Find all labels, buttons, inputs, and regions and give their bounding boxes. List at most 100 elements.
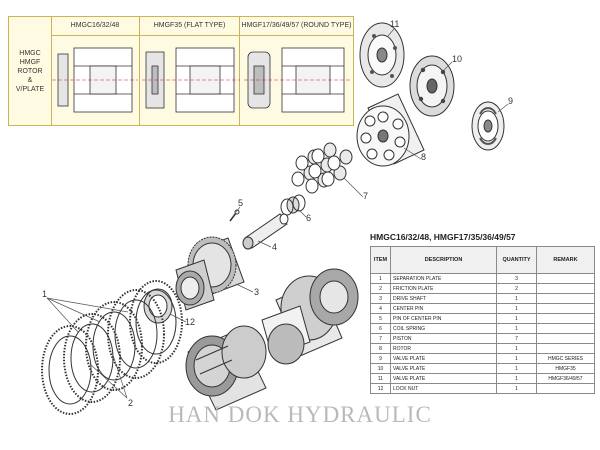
clutch-plates-1-2: [41, 280, 183, 415]
callout-9: 9: [508, 96, 513, 106]
cell-quantity: 2: [496, 283, 537, 294]
cell-remark: [536, 313, 595, 324]
cell-item: 8: [370, 343, 391, 354]
callout-8: 8: [421, 152, 426, 162]
callout-3: 3: [254, 287, 259, 297]
cell-item: 4: [370, 303, 391, 314]
cell-description: CENTER PIN: [390, 303, 497, 314]
valve-plate-9: [471, 101, 505, 151]
table-header-row: ITEM DESCRIPTION QUANTITY REMARK: [370, 246, 595, 274]
cell-description: VALVE PLATE: [390, 363, 497, 374]
cell-remark: [536, 293, 595, 304]
coil-spring-6: [280, 194, 306, 216]
center-pin-4: [242, 213, 289, 250]
cell-quantity: 1: [496, 323, 537, 334]
cell-description: DRIVE SHAFT: [390, 293, 497, 304]
cell-quantity: 3: [496, 273, 537, 284]
valve-plate-10: [409, 55, 455, 117]
column-header-hmgf-flat: HMGF35 (FLAT TYPE): [140, 17, 239, 36]
col-header-quantity: QUANTITY: [496, 246, 537, 274]
cell-item: 7: [370, 333, 391, 344]
cell-description: VALVE PLATE: [390, 373, 497, 384]
pin-5: [229, 209, 240, 222]
cell-remark: [536, 383, 595, 394]
side-label-line: ROTOR: [17, 67, 43, 75]
parts-list: HMGC16/32/48, HMGF17/35/36/49/57 ITEM DE…: [370, 232, 595, 394]
callout-5: 5: [238, 198, 243, 208]
callout-11: 11: [390, 19, 399, 29]
cell-quantity: 1: [496, 343, 537, 354]
cell-description: PIN OF CENTER PIN: [390, 313, 497, 324]
rotor-valve-plate-panel: HMGC HMGF ROTOR & V/PLATE HMGC16/32/48 H…: [8, 16, 354, 126]
callout-2: 2: [128, 398, 133, 408]
column-header-hmgf-round: HMGF17/36/49/57 (ROUND TYPE): [240, 17, 353, 36]
cell-quantity: 1: [496, 373, 537, 384]
panel-side-label: HMGC HMGF ROTOR & V/PLATE: [9, 17, 52, 125]
cell-description: SEPARATION PLATE: [390, 273, 497, 284]
cell-description: PISTON: [390, 333, 497, 344]
cell-item: 5: [370, 313, 391, 324]
cell-description: COIL SPRING: [390, 323, 497, 334]
valve-plate-11: [359, 22, 405, 88]
cell-quantity: 1: [496, 293, 537, 304]
callout-12: 12: [185, 317, 195, 327]
col-header-remark: REMARK: [536, 246, 595, 274]
side-label-line: HMGC: [19, 49, 41, 57]
cell-item: 11: [370, 373, 391, 384]
column-divider: [139, 17, 140, 125]
cell-quantity: 1: [496, 363, 537, 374]
callout-leaders: [46, 28, 509, 399]
cell-description: FRICTION PLATE: [390, 283, 497, 294]
cell-remark: [536, 273, 595, 284]
callout-1: 1: [42, 289, 47, 299]
cell-item: 6: [370, 323, 391, 334]
cell-item: 1: [370, 273, 391, 284]
cell-quantity: 1: [496, 313, 537, 324]
watermark-text: HAN DOK HYDRAULIC: [168, 402, 432, 427]
cell-description: ROTOR: [390, 343, 497, 354]
callout-7: 7: [363, 191, 368, 201]
cell-remark: [536, 343, 595, 354]
drive-shaft-3: [175, 236, 245, 311]
cell-item: 9: [370, 353, 391, 364]
side-label-line: HMGF: [19, 58, 41, 66]
cell-item: 10: [370, 363, 391, 374]
callout-numbers: 11 10 9 8 7 6 5 4 3 12 1 2: [42, 19, 513, 408]
cell-item: 12: [370, 383, 391, 394]
assembled-motor: [261, 268, 359, 365]
column-header-hmgc: HMGC16/32/48: [51, 17, 139, 36]
cell-description: VALVE PLATE: [390, 353, 497, 364]
column-divider: [239, 17, 240, 125]
cell-item: 2: [370, 283, 391, 294]
col-header-item: ITEM: [370, 246, 391, 274]
cell-remark: [536, 333, 595, 344]
callout-10: 10: [452, 54, 462, 64]
rotor-cross-sections: [52, 47, 350, 113]
cell-remark: HMGF35: [536, 363, 595, 374]
rotor-8: [356, 93, 425, 167]
cell-remark: HMGF36/49/57: [536, 373, 595, 384]
cell-remark: [536, 323, 595, 334]
callout-4: 4: [272, 242, 277, 252]
cell-quantity: 7: [496, 333, 537, 344]
callout-6: 6: [306, 213, 311, 223]
cell-quantity: 1: [496, 303, 537, 314]
cell-description: LOCK NUT: [390, 383, 497, 394]
cell-remark: [536, 303, 595, 314]
parts-table-title: HMGC16/32/48, HMGF17/35/36/49/57: [370, 232, 516, 242]
col-header-description: DESCRIPTION: [390, 246, 497, 274]
side-label-line: V/PLATE: [15, 85, 45, 93]
side-label-line: &: [27, 76, 33, 84]
